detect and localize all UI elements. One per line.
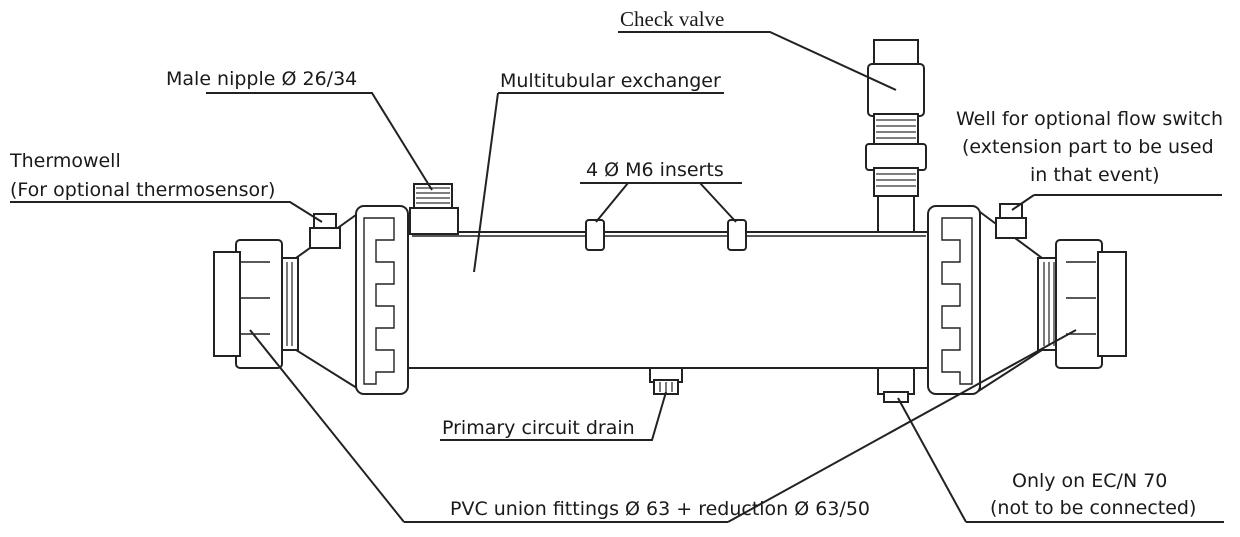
exchanger-body xyxy=(405,231,931,369)
m6-insert xyxy=(727,219,747,251)
leader-lines xyxy=(10,31,1224,523)
thermowell-fitting xyxy=(309,213,341,249)
multitubular-exchanger-label: Multitubular exchanger xyxy=(500,70,721,92)
primary-drain-label: Primary circuit drain xyxy=(442,417,635,439)
left-end-assembly xyxy=(213,205,409,395)
m6-insert xyxy=(585,219,605,251)
right-end-assembly xyxy=(927,205,1127,395)
m6-inserts-label: 4 Ø M6 inserts xyxy=(586,159,724,181)
flow-switch-well-label-1: Well for optional flow switch xyxy=(956,108,1223,130)
primary-drain-fitting xyxy=(649,367,683,395)
flow-switch-well xyxy=(995,203,1027,239)
flow-switch-well-label-3: in that event) xyxy=(1030,164,1160,186)
male-nipple-label: Male nipple Ø 26/34 xyxy=(166,68,358,90)
only-ec-n70-label: Only on EC/N 70 xyxy=(1012,470,1168,492)
thermowell-note-label: (For optional thermosensor) xyxy=(10,179,276,201)
male-nipple-fitting xyxy=(409,183,459,235)
pvc-fittings-label: PVC union fittings Ø 63 + reduction Ø 63… xyxy=(450,498,871,520)
check-valve xyxy=(865,39,927,233)
thermowell-label: Thermowell xyxy=(10,150,121,172)
check-valve-label: Check valve xyxy=(620,7,725,31)
not-connected-label: (not to be connected) xyxy=(990,497,1197,519)
flow-switch-well-label-2: (extension part to be used xyxy=(962,136,1214,158)
ec-n70-boss xyxy=(877,367,915,403)
